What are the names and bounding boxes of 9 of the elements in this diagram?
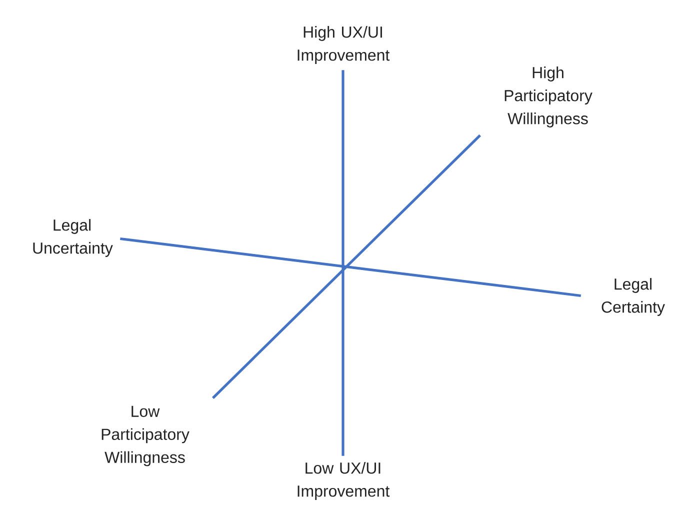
axis-label: Low UX/UI Improvement (298, 462, 390, 500)
axis-line (120, 237, 582, 298)
axis-line (212, 134, 481, 399)
axis-line (342, 70, 344, 456)
axis-label: High Participatory Willingness (504, 66, 592, 128)
axis-label: Legal Uncertainty (33, 219, 113, 257)
axis-label: Low Participatory Willingness (102, 406, 190, 466)
axis-label: High UX/UI Improvement (298, 26, 390, 64)
axis-label: Legal Certainty (602, 278, 665, 316)
